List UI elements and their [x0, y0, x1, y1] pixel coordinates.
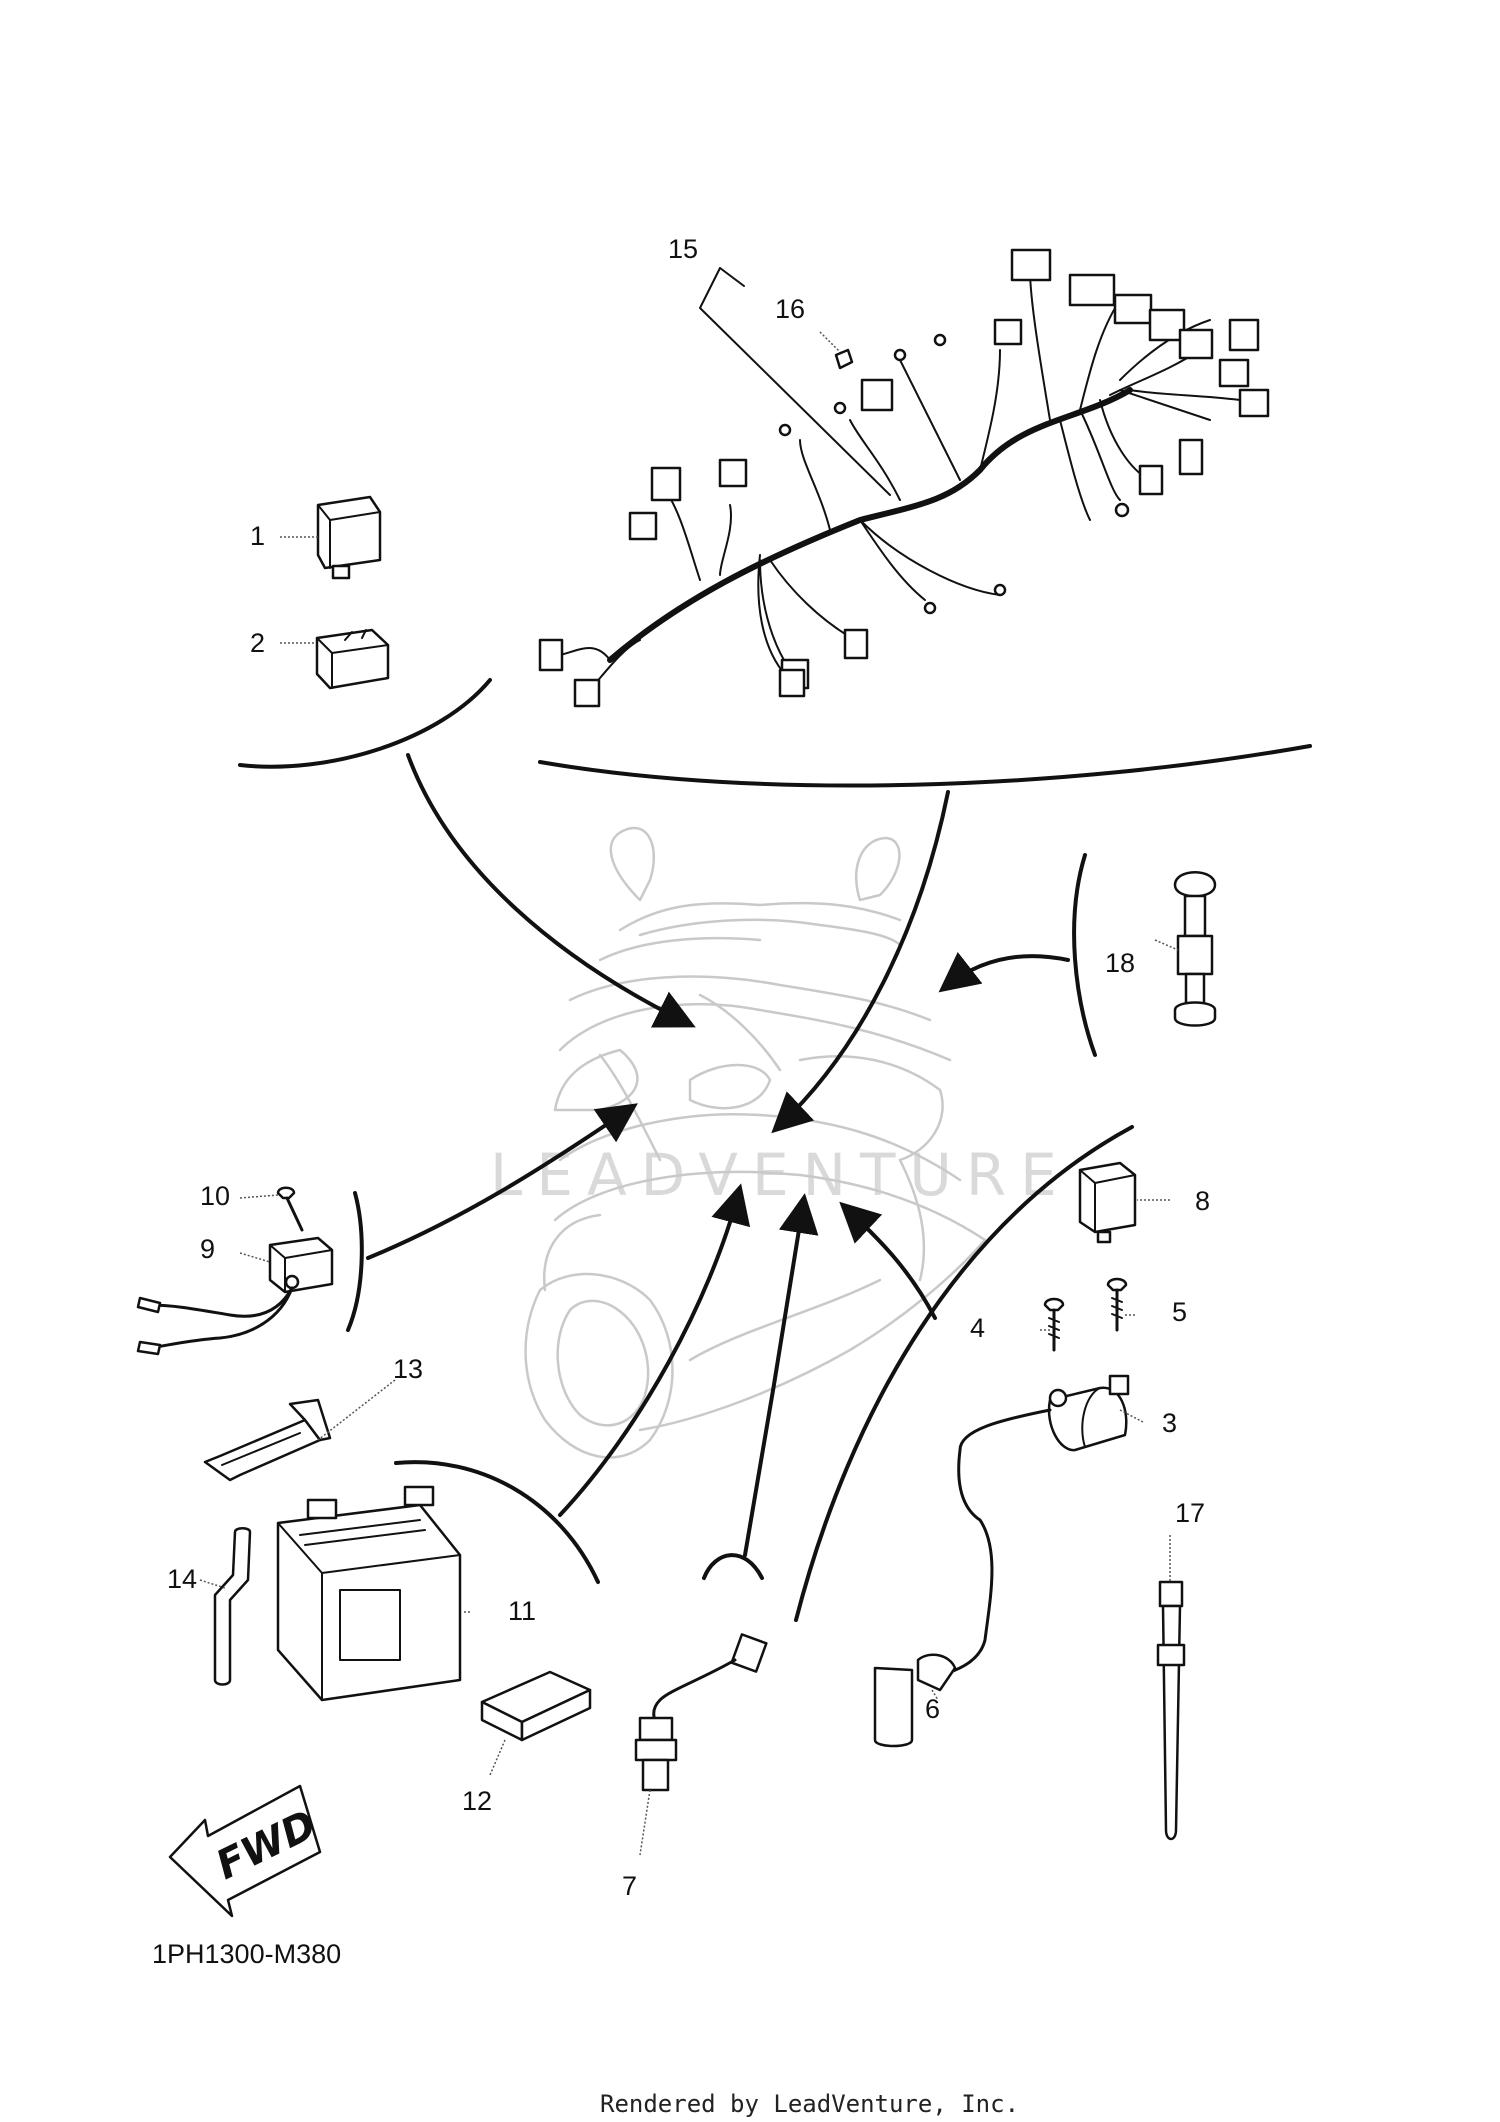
diagram-code: 1PH1300-M380 [152, 1939, 341, 1969]
control-unit-9-icon [136, 1236, 334, 1356]
fwd-arrow-icon: FWD [168, 1784, 323, 1918]
screw-5-icon [1106, 1277, 1128, 1332]
battery-11-icon [276, 1485, 462, 1702]
group-separators [238, 678, 1312, 1622]
relay-8-icon [1078, 1161, 1137, 1244]
fuse-box-2-icon [315, 628, 390, 690]
watermark-text: LEADVENTURE [490, 1141, 1071, 1209]
vent-tube-14-icon [213, 1527, 252, 1686]
callout-labels: 1 2 3 4 5 6 7 8 9 10 11 12 13 14 15 16 1… [167, 234, 1210, 1901]
callout-3: 3 [1162, 1408, 1177, 1438]
callout-18: 18 [1105, 948, 1135, 978]
switch-18-icon [1173, 871, 1217, 1027]
battery-band-13-icon [203, 1398, 332, 1482]
callout-7: 7 [622, 1871, 637, 1901]
callout-16: 16 [775, 294, 805, 324]
callout-2: 2 [250, 628, 265, 658]
callout-11: 11 [508, 1596, 536, 1626]
pad-12-icon [480, 1670, 592, 1742]
location-arrows [366, 753, 1070, 1557]
wire-harness-15-icon [538, 248, 1270, 708]
callout-8: 8 [1195, 1186, 1210, 1216]
spark-plug-cap-6-icon [873, 1653, 957, 1748]
callout-15: 15 [668, 234, 698, 264]
relay-1-icon [316, 495, 382, 580]
callout-5: 5 [1172, 1297, 1187, 1327]
leader-lines [199, 267, 1179, 1856]
callout-9: 9 [200, 1234, 215, 1264]
footer-credit: Rendered by LeadVenture, Inc. [600, 2090, 1019, 2118]
screw-10-icon [276, 1186, 304, 1232]
callout-13: 13 [393, 1354, 423, 1384]
callout-12: 12 [462, 1786, 492, 1816]
callout-17: 17 [1175, 1498, 1205, 1528]
screw-4-icon [1043, 1297, 1065, 1352]
sensor-7-icon [634, 1633, 768, 1792]
callout-1: 1 [250, 521, 265, 551]
cable-tie-17-icon [1156, 1580, 1186, 1841]
callout-4: 4 [970, 1313, 985, 1343]
callout-6: 6 [925, 1694, 940, 1724]
ignition-coil-3-icon [938, 1374, 1130, 1677]
callout-10: 10 [200, 1181, 230, 1211]
callout-14: 14 [167, 1564, 197, 1594]
